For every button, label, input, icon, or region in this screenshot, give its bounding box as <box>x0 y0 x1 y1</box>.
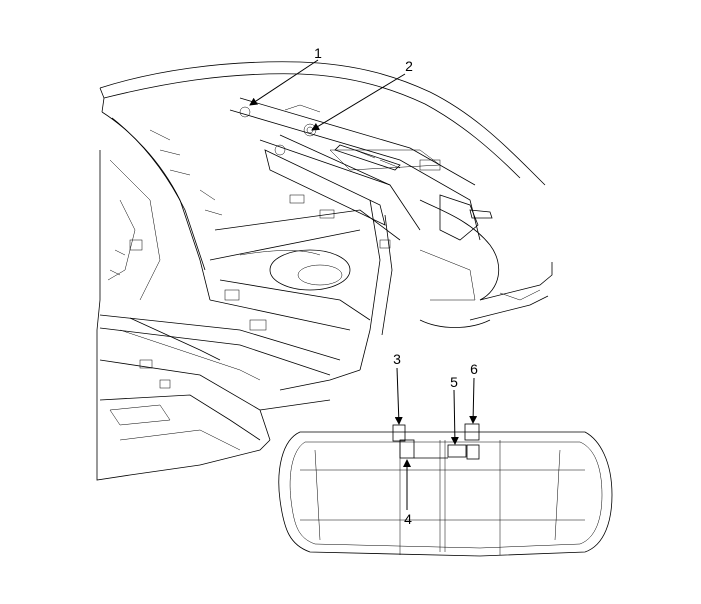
callout-5: 5 <box>450 374 459 445</box>
callout-3-label: 3 <box>393 351 401 367</box>
car-body-illustration <box>96 61 553 481</box>
callout-6-label: 6 <box>470 361 478 377</box>
callout-6: 6 <box>469 361 478 424</box>
callout-2: 2 <box>311 58 413 131</box>
callouts: 1 2 3 4 5 6 <box>249 45 478 527</box>
callout-2-label: 2 <box>405 58 413 74</box>
callout-1: 1 <box>249 45 322 106</box>
callout-1-label: 1 <box>314 45 322 61</box>
callout-4-label: 4 <box>404 511 412 527</box>
callout-3: 3 <box>393 351 403 425</box>
callout-4: 4 <box>403 459 412 527</box>
callout-5-label: 5 <box>450 374 458 390</box>
rear-seat-cushion-illustration <box>278 423 613 557</box>
